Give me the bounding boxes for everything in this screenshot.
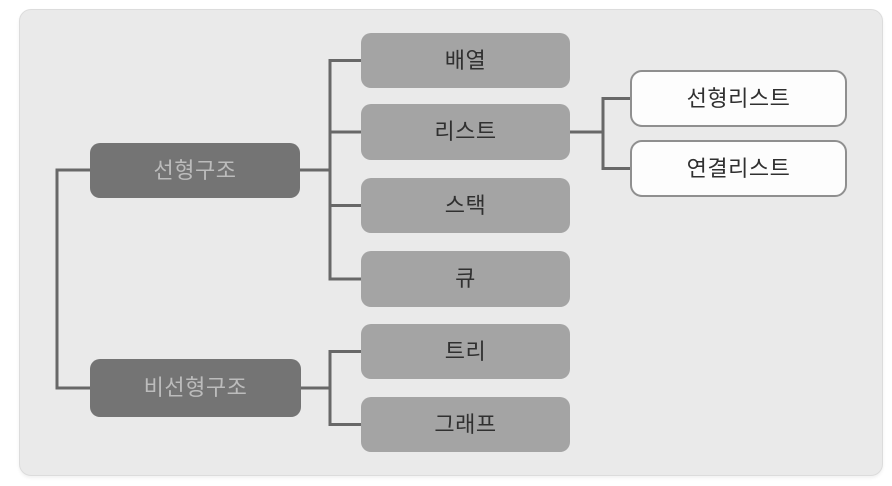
node-graph: 그래프 xyxy=(361,397,570,452)
node-tree: 트리 xyxy=(361,324,570,379)
node-list: 리스트 xyxy=(361,104,570,160)
node-linear-list: 선형리스트 xyxy=(630,70,847,127)
node-linked-list: 연결리스트 xyxy=(630,140,847,197)
node-nonlinear-structure: 비선형구조 xyxy=(90,359,301,417)
node-array: 배열 xyxy=(361,33,570,88)
node-queue: 큐 xyxy=(361,251,570,307)
node-stack: 스택 xyxy=(361,178,570,233)
node-linear-structure: 선형구조 xyxy=(90,143,300,198)
